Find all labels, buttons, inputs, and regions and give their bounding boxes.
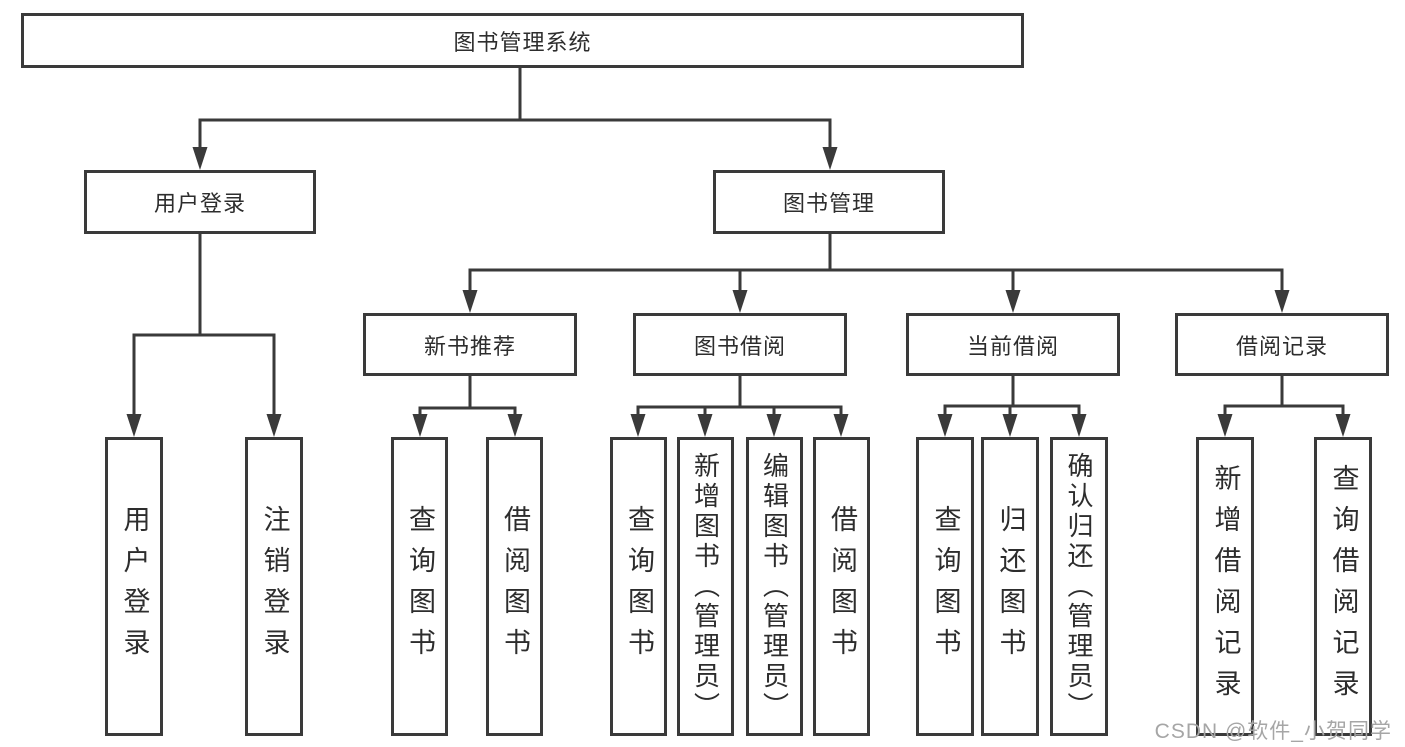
node-add-borrow-record: 新增借阅记录	[1196, 437, 1254, 736]
node-return-books: 归还图书	[981, 437, 1039, 736]
node-query-borrow-record: 查询借阅记录	[1314, 437, 1372, 736]
arrowhead-icon	[833, 414, 849, 437]
arrowhead-icon	[1217, 414, 1233, 437]
arrowhead-icon	[266, 414, 282, 437]
node-borrow-books-2: 借阅图书	[813, 437, 870, 736]
arrowhead-icon	[462, 290, 478, 313]
arrowhead-icon	[1005, 290, 1021, 313]
node-confirm-return-admin: 确认归还（管理员）	[1050, 437, 1108, 736]
arrowhead-icon	[1002, 414, 1018, 437]
node-current-borrowing: 当前借阅	[906, 313, 1120, 376]
node-new-book-recommend: 新书推荐	[363, 313, 577, 376]
node-root: 图书管理系统	[21, 13, 1024, 68]
node-borrowing-records: 借阅记录	[1175, 313, 1389, 376]
arrowhead-icon	[937, 414, 953, 437]
node-logout-leaf: 注销登录	[245, 437, 303, 736]
arrowhead-icon	[1071, 414, 1087, 437]
arrowhead-icon	[630, 414, 646, 437]
node-book-management: 图书管理	[713, 170, 945, 234]
arrowhead-icon	[1274, 290, 1290, 313]
node-query-books-1: 查询图书	[391, 437, 448, 736]
node-user-login-leaf: 用户登录	[105, 437, 163, 736]
arrowhead-icon	[697, 414, 713, 437]
node-user-login: 用户登录	[84, 170, 316, 234]
arrowhead-icon	[822, 147, 838, 170]
arrowhead-icon	[192, 147, 208, 170]
node-add-books-admin: 新增图书（管理员）	[677, 437, 734, 736]
arrowhead-icon	[1335, 414, 1351, 437]
arrowhead-icon	[126, 414, 142, 437]
node-borrow-books-1: 借阅图书	[486, 437, 543, 736]
node-query-books-2: 查询图书	[610, 437, 667, 736]
arrowhead-icon	[732, 290, 748, 313]
arrowhead-icon	[507, 414, 523, 437]
node-book-borrowing: 图书借阅	[633, 313, 847, 376]
node-edit-books-admin: 编辑图书（管理员）	[746, 437, 803, 736]
arrowhead-icon	[766, 414, 782, 437]
node-query-books-3: 查询图书	[916, 437, 974, 736]
arrowhead-icon	[412, 414, 428, 437]
